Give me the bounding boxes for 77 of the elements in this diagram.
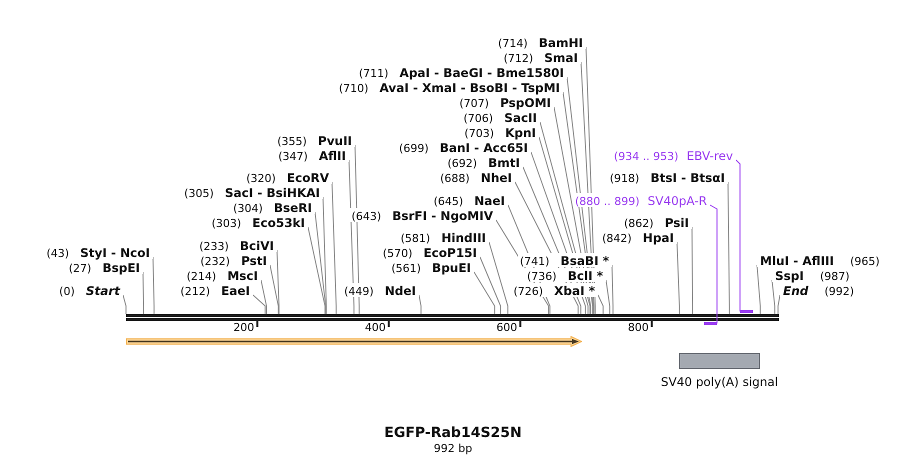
cut-site-label: (714) BamHI [496, 35, 586, 49]
cut-site-label: (0) Start [57, 283, 123, 297]
leader-line [332, 182, 337, 314]
primer-bar [740, 310, 753, 313]
cut-site-label: MluI - AflIII (965) [757, 253, 882, 267]
cut-site-label: (711) ApaI - BaeGI - Bme1580I [356, 65, 567, 79]
cut-site-label: (355) PvuII [275, 133, 355, 147]
cut-site-label: (43) StyI - NcoI [44, 245, 153, 259]
leader-line [322, 196, 327, 314]
feature-arrow [126, 336, 582, 347]
leader-line [418, 294, 422, 314]
leader-line [260, 280, 267, 314]
cut-site-label: (232) PstI [198, 253, 270, 267]
leader-line [488, 242, 508, 314]
leader-line [480, 256, 502, 314]
leader-line [252, 294, 266, 314]
cut-site-label: (688) NheI [438, 170, 515, 184]
scale-label: 400 [364, 322, 386, 334]
cut-site-label: (862) PsiI [622, 215, 692, 229]
cut-site-label: (710) AvaI - XmaI - BsoBI - TspMI [336, 80, 563, 94]
cut-site-label: (320) EcoRV [244, 170, 332, 184]
leader-line [276, 250, 280, 314]
cut-site-label: (212) EaeI [178, 283, 253, 297]
cut-site-label: (706) SacII [462, 110, 540, 124]
leader-line [772, 280, 776, 314]
cut-site-label: (842) HpaI [600, 230, 677, 244]
cut-site-label: (214) MscI [184, 268, 261, 282]
sequence-length: 992 bp [434, 442, 472, 455]
leader-line [142, 272, 144, 314]
cut-site-label: (736) BclI * [525, 268, 606, 282]
cut-site-label: SspI (987) [772, 268, 852, 282]
leader-line [308, 226, 326, 314]
cut-site-label: (303) Eco53kI [210, 215, 308, 229]
cut-site-label: (741) BsaBI * [518, 253, 612, 267]
cut-site-label: (27) BspEI [66, 260, 143, 274]
cut-site-label: (449) NdeI [342, 283, 419, 297]
leader-line [122, 294, 126, 314]
leader-line [598, 294, 604, 314]
leader-line [756, 264, 761, 314]
leader-line [736, 160, 740, 312]
cut-site-label: (918) BtsI - BtsαI [608, 170, 728, 184]
map-title: EGFP-Rab14S25N [384, 424, 522, 442]
cut-site-label: (305) SacI - BsiHKAI [182, 185, 323, 199]
leader-line [612, 264, 614, 314]
sequence-backbone [126, 314, 779, 321]
leader-line [314, 212, 326, 314]
cut-site-label: (643) BsrFI - NgoMIV [350, 208, 496, 222]
cut-site-label: (570) EcoP15I [380, 245, 480, 259]
leader-line [692, 226, 694, 314]
cut-site-label: (304) BseRI [231, 200, 315, 214]
cut-site-label: (699) BanI - Acc65I [397, 140, 531, 154]
primer-bar [704, 322, 717, 325]
cut-site-label: (233) BciVI [197, 238, 277, 252]
cut-site-label: (692) BmtI [445, 155, 523, 169]
leader-line [676, 242, 680, 314]
scale-label: 200 [233, 322, 254, 334]
cut-site-label: (703) KpnI [462, 125, 539, 139]
primer-label: (934 .. 953) EBV-rev [612, 148, 736, 162]
cut-site-label: End (992) [780, 283, 856, 297]
cut-site-label: (645) NaeI [432, 193, 508, 207]
leader-line [474, 272, 496, 314]
leader-line [728, 182, 730, 314]
scale-label: 600 [496, 322, 518, 334]
cut-site-label: (347) AflII [276, 148, 349, 162]
scale-label: 800 [628, 322, 649, 334]
cut-site-label: (707) PspOMI [457, 95, 554, 109]
cut-site-label: (712) SmaI [502, 50, 581, 64]
cut-site-label: (726) XbaI * [511, 283, 598, 297]
leader-line [778, 294, 780, 314]
cut-site-label: (561) BpuEI [389, 260, 474, 274]
cut-site-label: (581) HindIII [398, 230, 489, 244]
feature-label: SV40 poly(A) signal [660, 375, 778, 389]
leader-line [710, 204, 718, 324]
primer-label: (880 .. 899) SV40pA-R [573, 193, 710, 207]
leader-line [606, 280, 610, 314]
leader-line [152, 256, 155, 314]
leader-line [270, 264, 279, 314]
